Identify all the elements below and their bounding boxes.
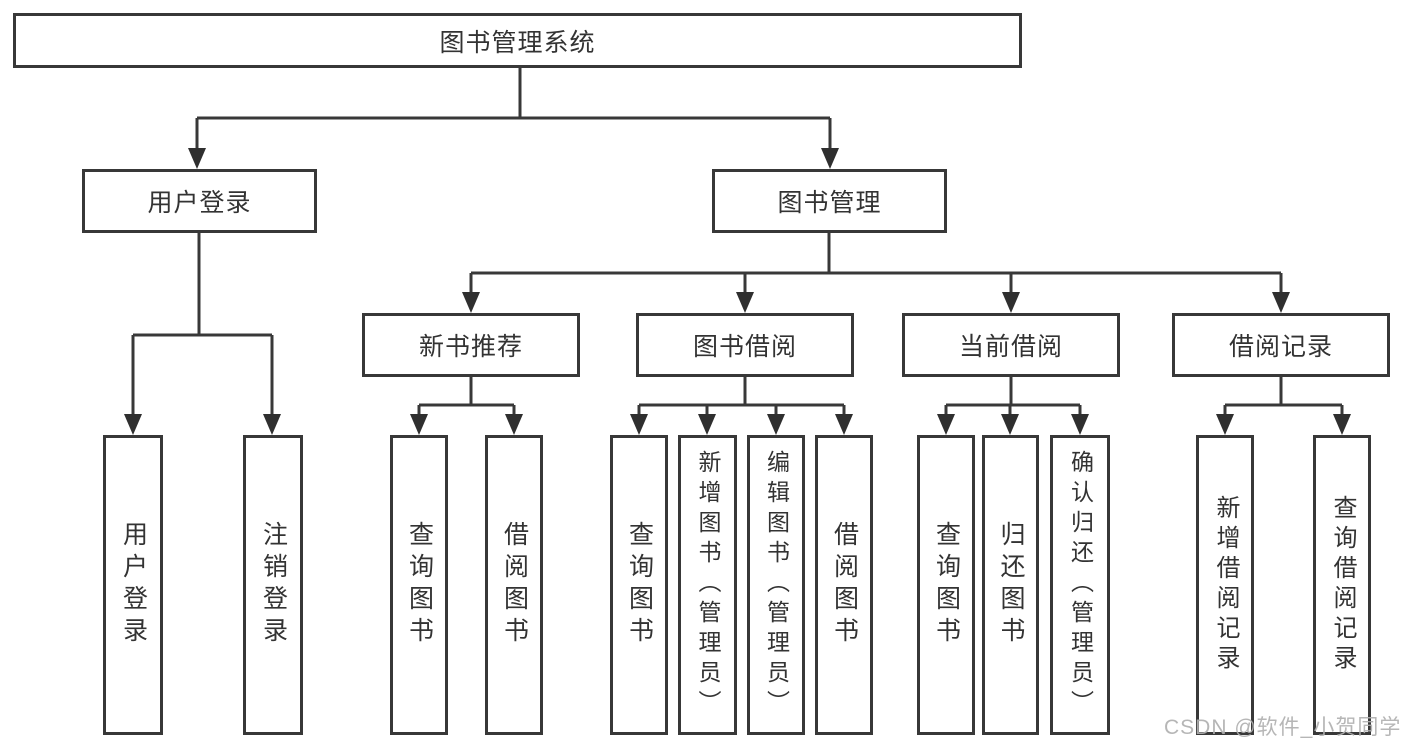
node-label: 查询借阅记录 — [1329, 495, 1356, 675]
node-label: 新增借阅记录 — [1212, 495, 1239, 675]
node-label: 注销登录 — [259, 521, 288, 649]
node-book-management: 图书管理 — [712, 169, 947, 233]
leaf-logout: 注销登录 — [243, 435, 303, 735]
node-label: 当前借阅 — [958, 333, 1063, 361]
leaf-borrow-books: 借阅图书 — [815, 435, 873, 735]
leaf-query-books-borrowing: 查询图书 — [610, 435, 668, 735]
node-label: 查询图书 — [625, 521, 654, 649]
node-label: 用户登录 — [119, 521, 148, 649]
node-current-borrowing: 当前借阅 — [902, 313, 1120, 377]
leaf-query-borrow-record: 查询借阅记录 — [1313, 435, 1371, 735]
node-book-borrowing: 图书借阅 — [636, 313, 854, 377]
node-label: 借阅图书 — [500, 521, 529, 649]
leaf-query-books-recommend: 查询图书 — [390, 435, 448, 735]
leaf-return-books: 归还图书 — [982, 435, 1039, 735]
node-library-management-system: 图书管理系统 — [13, 13, 1022, 68]
node-label: 用户登录 — [147, 189, 252, 217]
node-label: 图书借阅 — [692, 333, 797, 361]
node-label: 借阅图书 — [830, 521, 859, 649]
leaf-user-login: 用户登录 — [103, 435, 163, 735]
leaf-edit-book-admin: 编辑图书（管理员） — [747, 435, 805, 735]
node-label: 查询图书 — [932, 521, 961, 649]
leaf-confirm-return-admin: 确认归还（管理员） — [1050, 435, 1110, 735]
node-label: 借阅记录 — [1228, 333, 1333, 361]
node-label: 图书管理 — [777, 189, 882, 217]
node-label: 图书管理系统 — [439, 28, 596, 57]
leaf-add-book-admin: 新增图书（管理员） — [678, 435, 737, 735]
csdn-watermark: CSDN @软件_小贺同学 — [1164, 716, 1402, 739]
node-label: 新书推荐 — [418, 333, 523, 361]
node-label: 归还图书 — [997, 521, 1025, 649]
node-borrowing-records: 借阅记录 — [1172, 313, 1390, 377]
node-label: 编辑图书（管理员） — [763, 450, 790, 720]
node-user-login: 用户登录 — [82, 169, 317, 233]
node-label: 确认归还（管理员） — [1067, 450, 1094, 720]
node-label: 新增图书（管理员） — [695, 450, 721, 720]
leaf-borrow-books-recommend: 借阅图书 — [485, 435, 543, 735]
leaf-query-books-current: 查询图书 — [917, 435, 975, 735]
node-label: 查询图书 — [405, 521, 434, 649]
leaf-add-borrow-record: 新增借阅记录 — [1196, 435, 1254, 735]
node-new-book-recommendation: 新书推荐 — [362, 313, 580, 377]
arrowheads — [124, 148, 1351, 435]
